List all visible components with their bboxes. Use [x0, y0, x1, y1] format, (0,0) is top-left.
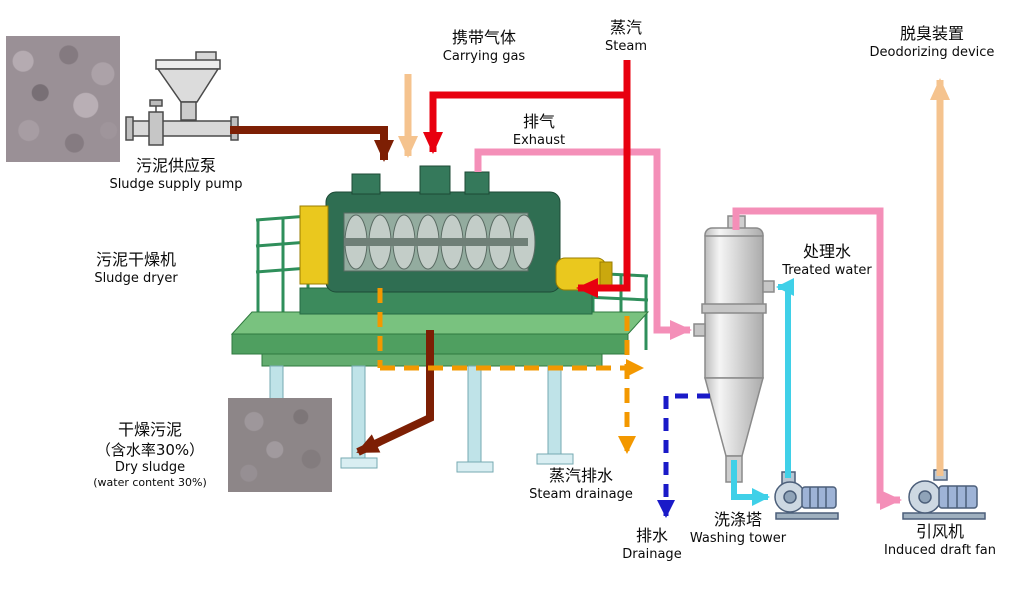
dry-sludge-photo: [228, 398, 332, 492]
label-steam-drainage-en: Steam drainage: [529, 486, 633, 502]
label-treated-water-zh: 处理水: [802, 242, 851, 261]
flow-exhaust: [474, 148, 692, 340]
label-sludge-dryer-zh: 污泥干燥机: [95, 250, 176, 269]
induced-draft-fan-icon: [902, 469, 986, 520]
wet-sludge-photo: [6, 36, 120, 162]
flow-drainage: [657, 393, 710, 518]
label-steam-zh: 蒸汽: [609, 18, 642, 37]
flow-wash-water-return: [776, 278, 794, 478]
label-treated-water-en: Treated water: [782, 262, 872, 278]
label-washing-tower-zh: 洗涤塔: [713, 510, 762, 529]
label-deodorizing-device-en: Deodorizing device: [869, 44, 995, 60]
label-exhaust: 排气 Exhaust: [500, 112, 578, 149]
dryer-shaft: [344, 238, 528, 246]
label-sludge-dryer: 污泥干燥机 Sludge dryer: [72, 250, 200, 287]
label-deodorizing-device-zh: 脱臭装置: [899, 24, 964, 43]
label-washing-tower-en: Washing tower: [689, 530, 787, 546]
label-sludge-supply-pump: 污泥供应泵 Sludge supply pump: [102, 156, 250, 193]
label-dry-sludge-zh1: 干燥污泥: [117, 420, 182, 439]
label-carrying-gas: 携带气体 Carrying gas: [428, 28, 540, 65]
sludge-dryer-machine: [230, 165, 650, 473]
label-steam: 蒸汽 Steam: [594, 18, 658, 55]
label-drainage: 排水 Drainage: [612, 526, 692, 563]
label-induced-draft-fan: 引风机 Induced draft fan: [866, 522, 1014, 559]
label-drainage-en: Drainage: [622, 546, 682, 562]
sludge-supply-pump-icon: [125, 51, 239, 146]
label-induced-draft-fan-zh: 引风机: [915, 522, 964, 541]
flow-wash-water-to-pump: [731, 460, 770, 506]
label-exhaust-en: Exhaust: [512, 132, 566, 148]
dryer-top-ports: [351, 165, 490, 195]
label-steam-en: Steam: [605, 38, 647, 54]
label-sludge-supply-pump-zh: 污泥供应泵: [135, 156, 216, 175]
washing-tower-vessel: [693, 215, 775, 483]
label-dry-sludge-en1: Dry sludge: [114, 459, 186, 475]
label-dry-sludge: 干燥污泥 （含水率30%） Dry sludge (water content …: [72, 420, 228, 489]
label-carrying-gas-en: Carrying gas: [442, 48, 526, 64]
label-induced-draft-fan-en: Induced draft fan: [883, 542, 997, 558]
label-carrying-gas-zh: 携带气体: [451, 28, 516, 47]
flow-steam-main: [576, 95, 631, 298]
label-treated-water: 处理水 Treated water: [768, 242, 886, 279]
label-washing-tower: 洗涤塔 Washing tower: [684, 510, 792, 547]
label-dry-sludge-zh2: （含水率30%）: [95, 440, 205, 459]
label-sludge-dryer-en: Sludge dryer: [94, 270, 178, 286]
flow-sludge-feed: [230, 126, 394, 162]
label-sludge-supply-pump-en: Sludge supply pump: [109, 176, 243, 192]
label-steam-drainage-zh: 蒸汽排水: [548, 466, 613, 485]
label-drainage-zh: 排水: [635, 526, 668, 545]
label-steam-drainage: 蒸汽排水 Steam drainage: [518, 466, 644, 503]
label-exhaust-zh: 排气: [522, 112, 555, 131]
dryer-left-drive: [299, 205, 329, 285]
flow-dry-sludge-out: [356, 330, 434, 456]
flow-steam-branch: [423, 60, 631, 154]
flow-tower-to-fan: [732, 207, 902, 510]
label-deodorizing-device: 脱臭装置 Deodorizing device: [852, 24, 1012, 61]
label-dry-sludge-en2: (water content 30%): [93, 475, 207, 489]
